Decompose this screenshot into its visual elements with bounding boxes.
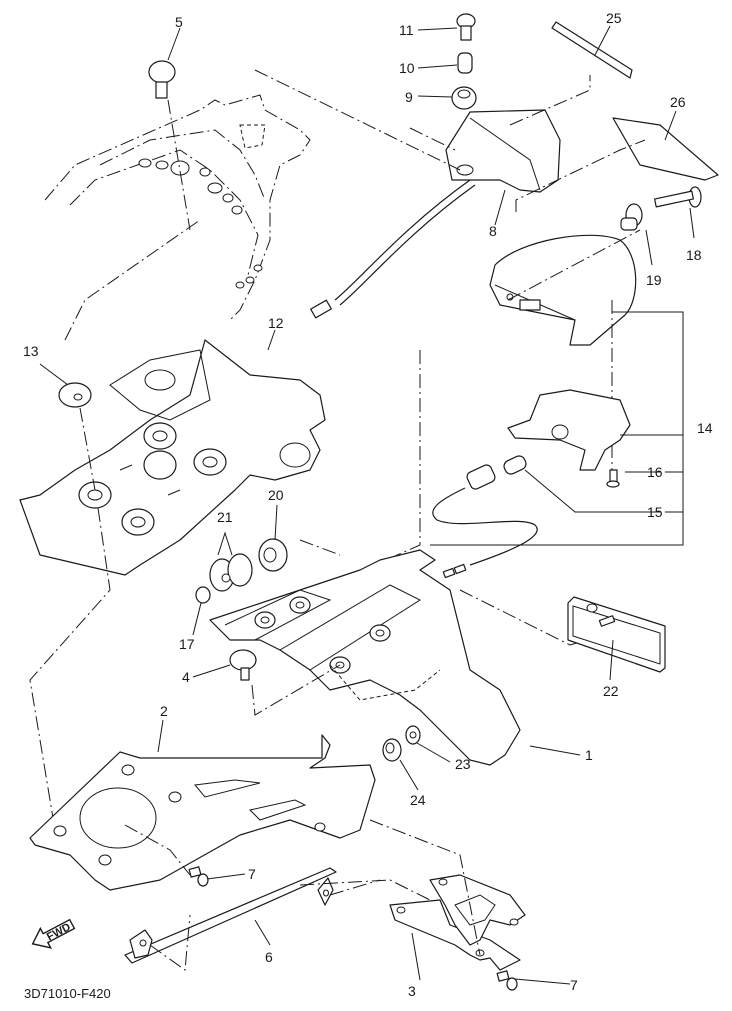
- part-8-license-light[interactable]: [310, 109, 561, 319]
- callout-4: 4: [182, 669, 190, 685]
- figure-code: 3D71010-F420: [24, 986, 111, 1001]
- fwd-label: FWD: [45, 921, 73, 943]
- callout-17: 17: [179, 636, 195, 652]
- part-15-bulb[interactable]: [502, 454, 528, 476]
- part-11-bolt[interactable]: [456, 13, 476, 41]
- part-24-nut[interactable]: [382, 738, 402, 762]
- callout-13: 13: [23, 343, 39, 359]
- part-9-damper[interactable]: [451, 86, 477, 110]
- callout-7-upper: 7: [248, 866, 256, 882]
- part-20-grommet[interactable]: [258, 538, 288, 572]
- callout-labels: 5 11 10 9 8 25 26 18 19 12 13 14 16 15 2…: [23, 10, 713, 999]
- callout-10: 10: [399, 60, 415, 76]
- part-16-screw[interactable]: [606, 469, 620, 488]
- callout-20: 20: [268, 487, 284, 503]
- part-25-pad[interactable]: [551, 21, 633, 79]
- callout-9: 9: [405, 89, 413, 105]
- part-13-washer[interactable]: [58, 382, 92, 408]
- part-1-rear-fender[interactable]: [209, 549, 521, 766]
- frame-phantom: [44, 94, 311, 321]
- part-23-washer[interactable]: [405, 725, 421, 745]
- part-6-stay[interactable]: [124, 867, 337, 964]
- callout-22: 22: [603, 683, 619, 699]
- callout-15: 15: [647, 504, 663, 520]
- callout-25: 25: [606, 10, 622, 26]
- part-3-license-bracket[interactable]: [389, 874, 526, 971]
- callout-21: 21: [217, 509, 233, 525]
- callout-1: 1: [585, 747, 593, 763]
- callout-14: 14: [697, 420, 713, 436]
- callout-26: 26: [670, 94, 686, 110]
- part-12-inner-fender[interactable]: [19, 339, 326, 576]
- callout-5: 5: [175, 14, 183, 30]
- part-18-bolt[interactable]: [653, 186, 702, 208]
- callout-19: 19: [646, 272, 662, 288]
- callout-8: 8: [489, 223, 497, 239]
- callout-18: 18: [686, 247, 702, 263]
- part-7-screw-lower[interactable]: [496, 970, 518, 991]
- part-17-nut[interactable]: [195, 586, 211, 604]
- callout-11: 11: [399, 22, 414, 38]
- callout-12: 12: [268, 315, 284, 331]
- part-26-seal[interactable]: [612, 117, 719, 181]
- callout-3: 3: [408, 983, 416, 999]
- callout-2: 2: [160, 703, 168, 719]
- part-4-bolt[interactable]: [229, 649, 257, 681]
- part-5-bolt[interactable]: [148, 60, 191, 231]
- part-10-collar[interactable]: [457, 52, 473, 74]
- callout-6: 6: [265, 949, 273, 965]
- part-2-bracket[interactable]: [29, 734, 376, 891]
- tail-light-socket-harness: [432, 464, 538, 579]
- fwd-arrow-icon: FWD: [31, 918, 76, 949]
- part-22-reflector[interactable]: [567, 596, 666, 673]
- callout-23: 23: [455, 756, 471, 772]
- part-14-tail-light[interactable]: [489, 234, 637, 346]
- part-14-tail-light-base[interactable]: [507, 389, 631, 471]
- leader-lines: [39, 25, 695, 985]
- part-7-screw-upper[interactable]: [188, 866, 209, 887]
- part-19-collar[interactable]: [620, 203, 643, 231]
- part-21-damper[interactable]: [209, 553, 253, 592]
- callout-7-lower: 7: [570, 977, 578, 993]
- callout-24: 24: [410, 792, 426, 808]
- callout-16: 16: [647, 464, 663, 480]
